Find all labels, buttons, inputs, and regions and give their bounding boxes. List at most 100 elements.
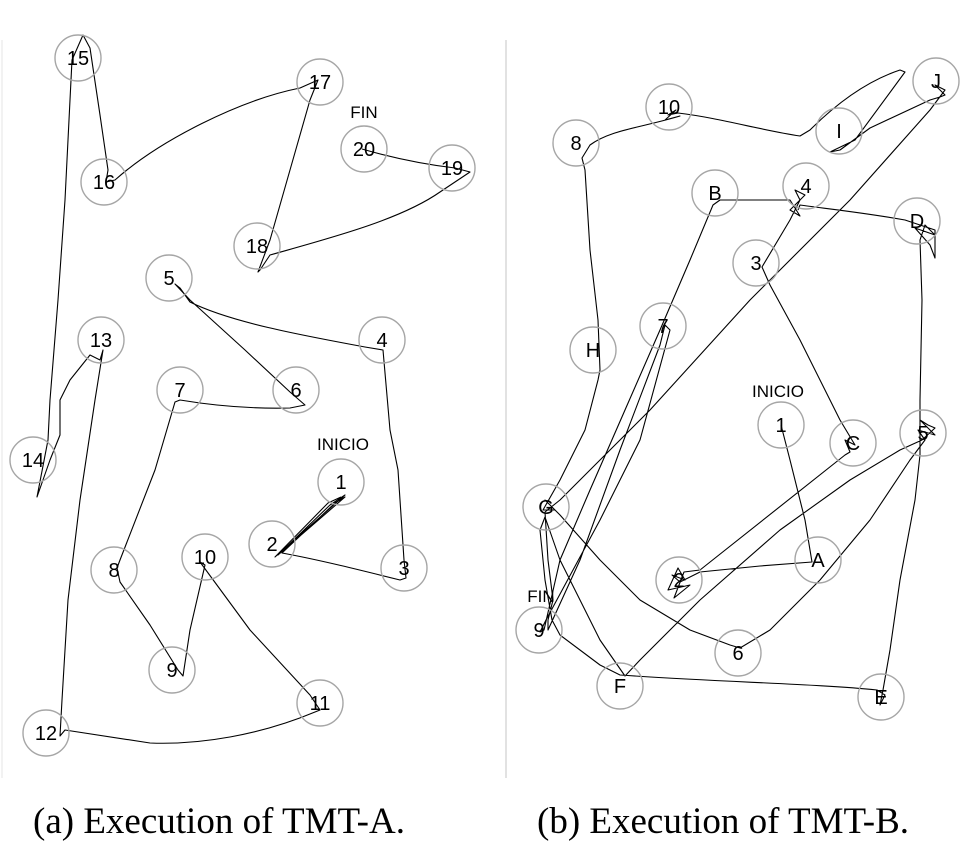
node-circle: [645, 83, 693, 131]
node-label: 12: [35, 723, 57, 745]
node-label: 1: [335, 472, 346, 494]
node-label: I: [836, 121, 842, 143]
trajectory-tmt-a: [36, 34, 471, 744]
node-b-2: 2: [655, 556, 703, 604]
node-circle: [515, 606, 563, 654]
node-label: 7: [174, 380, 185, 402]
node-circle: [9, 436, 57, 484]
node-a-1: 1: [317, 458, 365, 506]
node-circle: [156, 366, 204, 414]
node-label: 19: [441, 158, 463, 180]
node-circle: [639, 302, 687, 350]
node-circle: [145, 254, 193, 302]
node-a-12: 12: [22, 709, 70, 757]
node-circle: [757, 401, 805, 449]
node-label: 1: [775, 415, 786, 437]
node-a-8: 8: [90, 546, 138, 594]
node-b-i: I: [815, 107, 863, 155]
node-label: 10: [194, 547, 216, 569]
node-circle: [80, 158, 128, 206]
node-label: F: [614, 676, 626, 698]
node-label: 10: [658, 97, 680, 119]
node-a-14: 14: [9, 436, 57, 484]
node-circle: [815, 107, 863, 155]
node-circle: [782, 162, 830, 210]
node-b-8: 8: [552, 119, 600, 167]
node-label: 13: [90, 330, 112, 352]
node-circle: [428, 144, 476, 192]
node-b-1: 1: [757, 401, 805, 449]
node-circle: [857, 673, 905, 721]
node-b-d: D: [893, 197, 941, 245]
node-a-20: 20: [340, 125, 388, 173]
node-circle: [233, 222, 281, 270]
node-a-13: 13: [77, 316, 125, 364]
node-b-j: J: [912, 57, 960, 105]
node-label: G: [538, 497, 554, 519]
node-b-a: A: [794, 536, 842, 584]
node-b-10: 10: [645, 83, 693, 131]
node-circle: [596, 662, 644, 710]
node-label: 2: [673, 570, 684, 592]
node-b-9: 9: [515, 606, 563, 654]
node-circle: [691, 169, 739, 217]
node-label: 5: [917, 423, 928, 445]
node-a-7: 7: [156, 366, 204, 414]
node-label: 16: [93, 172, 115, 194]
node-label: 6: [732, 643, 743, 665]
start-label-tmt-a: INICIO: [317, 435, 369, 454]
node-label: E: [874, 687, 887, 709]
start-label-tmt-b: INICIO: [752, 382, 804, 401]
node-label: 14: [22, 450, 44, 472]
node-circle: [552, 119, 600, 167]
node-label: C: [846, 433, 860, 455]
node-circle: [569, 326, 617, 374]
node-a-6: 6: [272, 366, 320, 414]
node-label: 9: [166, 660, 177, 682]
node-label: B: [708, 183, 721, 205]
node-b-f: F: [596, 662, 644, 710]
node-a-11: 11: [296, 679, 344, 727]
node-circle: [272, 366, 320, 414]
node-a-3: 3: [380, 544, 428, 592]
node-circle: [912, 57, 960, 105]
node-a-5: 5: [145, 254, 193, 302]
node-circle: [794, 536, 842, 584]
node-circle: [90, 546, 138, 594]
node-a-17: 17: [296, 58, 344, 106]
node-b-g: G: [522, 483, 570, 531]
node-circle: [380, 544, 428, 592]
node-label: 2: [266, 534, 277, 556]
node-circle: [181, 533, 229, 581]
node-label: 9: [533, 620, 544, 642]
node-b-b: B: [691, 169, 739, 217]
node-label: D: [910, 211, 924, 233]
node-a-2: 2: [248, 520, 296, 568]
node-circle: [296, 679, 344, 727]
node-circle: [340, 125, 388, 173]
node-circle: [248, 520, 296, 568]
node-circle: [77, 316, 125, 364]
node-circle: [714, 629, 762, 677]
node-a-10: 10: [181, 533, 229, 581]
node-a-18: 18: [233, 222, 281, 270]
node-label: 11: [310, 693, 331, 715]
node-circle: [522, 483, 570, 531]
node-label: 6: [290, 380, 301, 402]
node-label: 3: [750, 253, 761, 275]
node-b-c: C: [829, 419, 877, 467]
node-b-5: 5: [899, 409, 947, 457]
node-label: 8: [108, 560, 119, 582]
end-label-tmt-b: FIN: [527, 587, 554, 606]
node-label: 5: [163, 268, 174, 290]
node-circle: [54, 34, 102, 82]
node-label: 15: [67, 48, 89, 70]
node-label: 4: [376, 330, 387, 352]
node-label: 4: [800, 176, 811, 198]
node-a-15: 15: [54, 34, 102, 82]
